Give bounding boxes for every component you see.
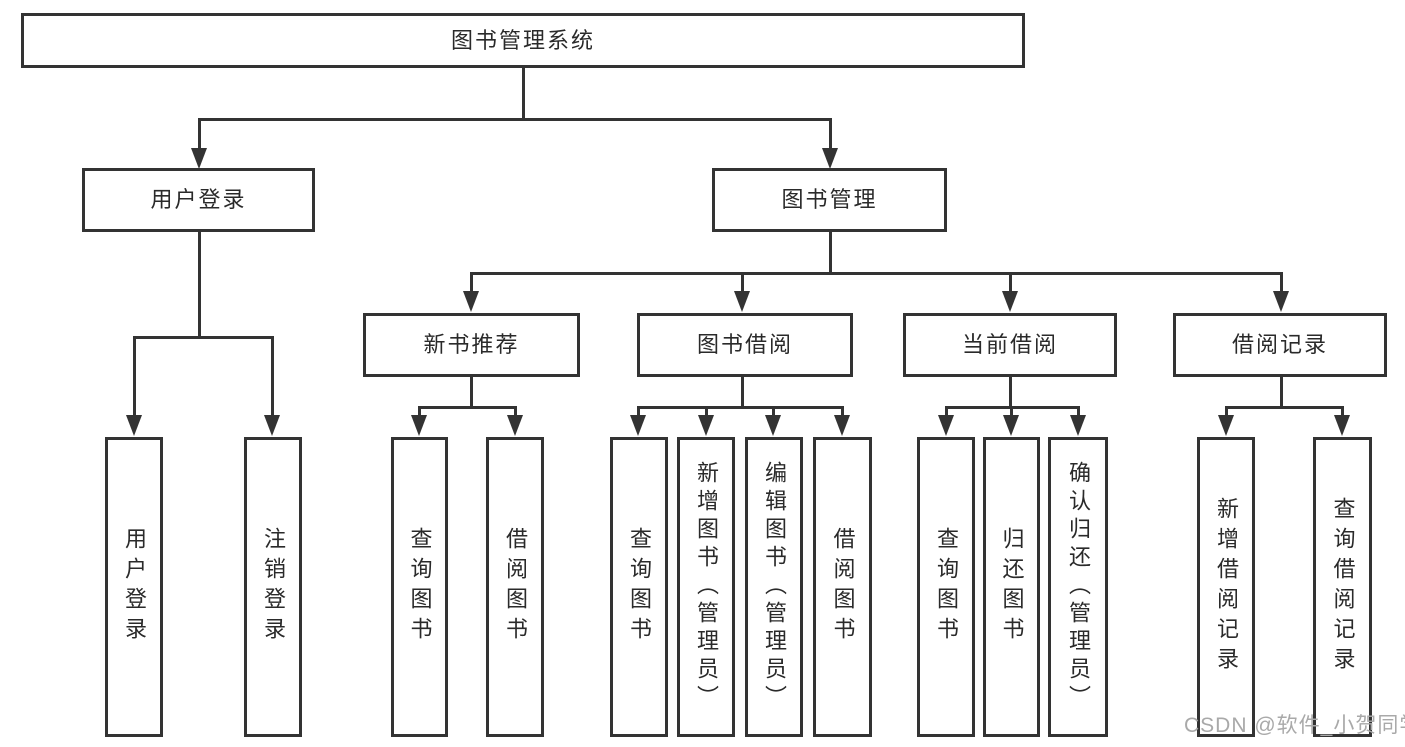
- connector-line: [514, 406, 517, 418]
- connector-line: [1225, 406, 1344, 409]
- leaf-edit-books-admin: 编辑图书（管理员）: [745, 437, 803, 737]
- connector-line: [637, 406, 843, 409]
- node-new-book-recommendation: 新书推荐: [363, 313, 580, 377]
- arrow-down-icon: [463, 291, 479, 312]
- leaf-search-books: 查询图书: [917, 437, 975, 737]
- node-current-borrowing: 当前借阅: [903, 313, 1117, 377]
- arrow-down-icon: [822, 148, 838, 169]
- leaf-label: 查询图书: [934, 527, 959, 647]
- arrow-down-icon: [630, 415, 646, 436]
- arrow-down-icon: [1218, 415, 1234, 436]
- connector-line: [1009, 272, 1012, 294]
- arrow-down-icon: [411, 415, 427, 436]
- leaf-label: 借阅图书: [503, 527, 528, 647]
- csdn-watermark: CSDN @软件_小贺同学: [1184, 714, 1405, 737]
- node-book-management: 图书管理: [712, 168, 947, 232]
- leaf-confirm-return-admin: 确认归还（管理员）: [1048, 437, 1108, 737]
- leaf-label: 注销登录: [261, 527, 286, 647]
- connector-line: [522, 68, 525, 118]
- connector-line: [829, 232, 832, 272]
- leaf-user-login: 用户登录: [105, 437, 163, 737]
- leaf-label: 归还图书: [999, 527, 1025, 647]
- node-label: 借阅记录: [1231, 332, 1328, 357]
- arrow-down-icon: [765, 415, 781, 436]
- leaf-search-books: 查询图书: [391, 437, 448, 737]
- leaf-label: 新增借阅记录: [1214, 497, 1239, 677]
- connector-line: [470, 272, 1282, 275]
- leaf-label: 新增图书（管理员）: [694, 461, 719, 713]
- connector-line: [705, 406, 708, 418]
- connector-line: [418, 406, 516, 409]
- connector-line: [198, 118, 201, 150]
- leaf-borrow-books: 借阅图书: [486, 437, 544, 737]
- leaf-label: 编辑图书（管理员）: [762, 461, 787, 713]
- leaf-label: 借阅图书: [830, 527, 856, 647]
- leaf-add-borrow-record: 新增借阅记录: [1197, 437, 1255, 737]
- connector-line: [198, 118, 832, 121]
- node-label: 图书管理: [781, 187, 878, 212]
- connector-line: [271, 336, 274, 416]
- leaf-label: 确认归还（管理员）: [1066, 461, 1091, 713]
- connector-line: [741, 272, 744, 294]
- node-label: 用户登录: [150, 187, 247, 212]
- arrow-down-icon: [1273, 291, 1289, 312]
- connector-line: [741, 376, 744, 407]
- connector-line: [133, 336, 136, 416]
- connector-line: [637, 406, 640, 418]
- connector-line: [1225, 406, 1228, 418]
- connector-line: [1280, 376, 1283, 407]
- arrow-down-icon: [191, 148, 207, 169]
- connector-line: [470, 376, 473, 407]
- arrow-down-icon: [698, 415, 714, 436]
- arrow-down-icon: [834, 415, 850, 436]
- arrow-down-icon: [126, 415, 142, 436]
- node-label: 当前借阅: [961, 332, 1058, 357]
- connector-line: [470, 272, 473, 294]
- leaf-borrow-books: 借阅图书: [813, 437, 872, 737]
- connector-line: [198, 232, 201, 336]
- connector-line: [1280, 272, 1283, 294]
- node-book-borrowing: 图书借阅: [637, 313, 853, 377]
- leaf-label: 查询借阅记录: [1330, 497, 1356, 677]
- arrow-down-icon: [938, 415, 954, 436]
- connector-line: [841, 406, 844, 418]
- connector-line: [133, 336, 274, 339]
- connector-line: [1010, 406, 1013, 418]
- arrow-down-icon: [1002, 291, 1018, 312]
- leaf-label: 用户登录: [122, 527, 147, 647]
- arrow-down-icon: [264, 415, 280, 436]
- leaf-return-books: 归还图书: [983, 437, 1040, 737]
- leaf-search-borrow-record: 查询借阅记录: [1313, 437, 1372, 737]
- leaf-search-books: 查询图书: [610, 437, 668, 737]
- node-library-management-system: 图书管理系统: [21, 13, 1025, 68]
- node-label: 图书借阅: [696, 332, 793, 357]
- connector-line: [418, 406, 421, 418]
- connector-line: [772, 406, 775, 418]
- leaf-add-books-admin: 新增图书（管理员）: [677, 437, 735, 737]
- leaf-label: 查询图书: [407, 527, 433, 647]
- leaf-label: 查询图书: [627, 527, 652, 647]
- node-label: 图书管理系统: [450, 27, 595, 53]
- arrow-down-icon: [1003, 415, 1019, 436]
- leaf-logout: 注销登录: [244, 437, 302, 737]
- arrow-down-icon: [1070, 415, 1086, 436]
- connector-line: [1009, 376, 1012, 407]
- node-borrowing-records: 借阅记录: [1173, 313, 1387, 377]
- arrow-down-icon: [734, 291, 750, 312]
- connector-line: [1341, 406, 1344, 418]
- node-user-login: 用户登录: [82, 168, 315, 232]
- arrow-down-icon: [507, 415, 523, 436]
- node-label: 新书推荐: [423, 332, 520, 357]
- connector-line: [1077, 406, 1080, 418]
- connector-line: [829, 118, 832, 150]
- arrow-down-icon: [1334, 415, 1350, 436]
- connector-line: [945, 406, 948, 418]
